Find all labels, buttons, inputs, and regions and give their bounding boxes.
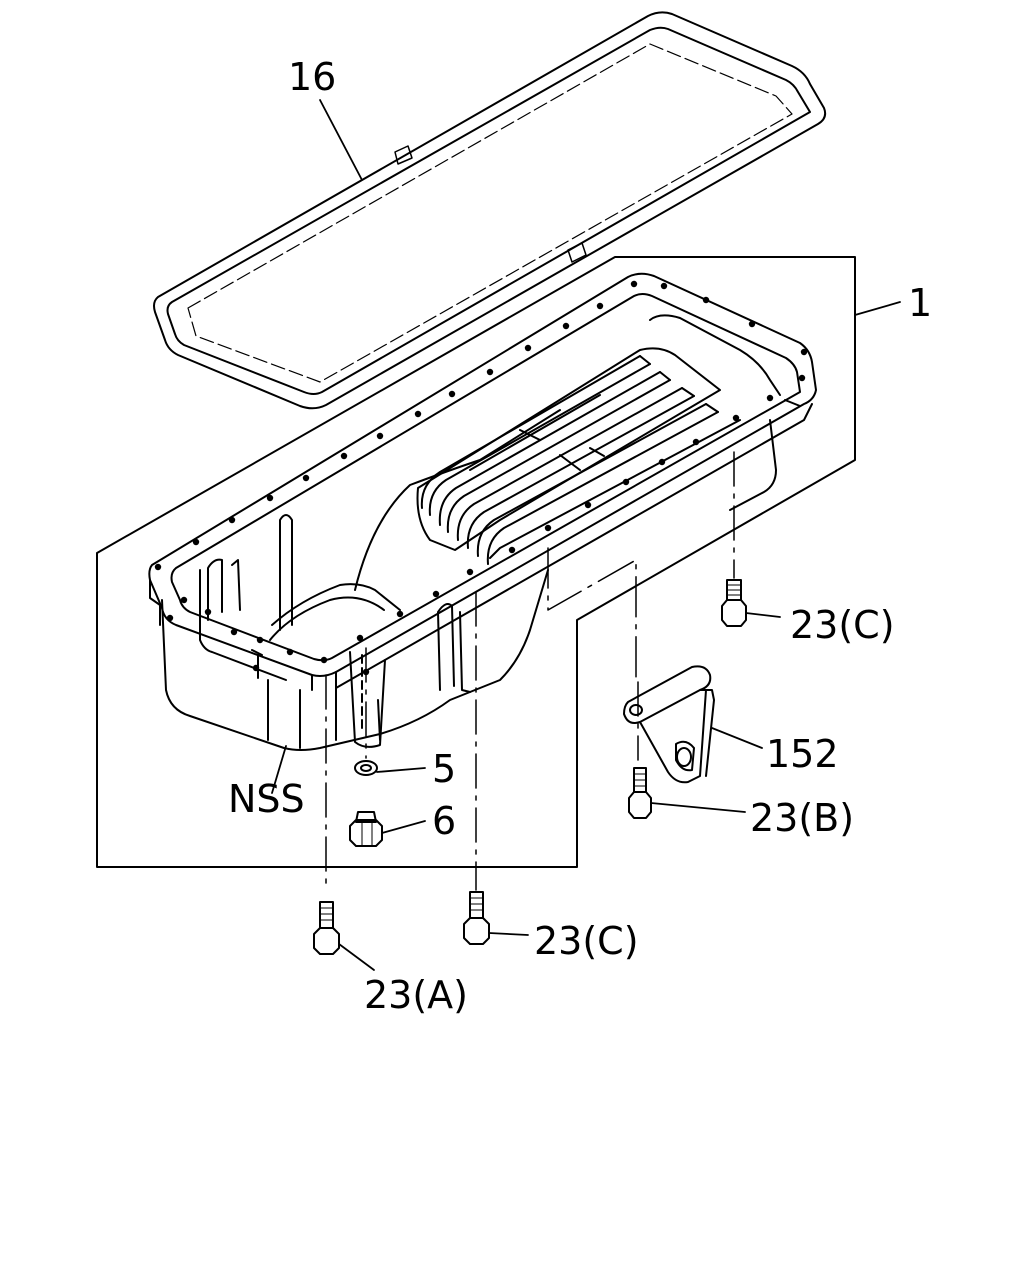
callout-1: 1	[908, 281, 932, 325]
callout-152: 152	[766, 732, 839, 776]
callout-23c-bottom: 23(C)	[534, 919, 639, 963]
oil-pan	[148, 272, 817, 751]
callout-23a: 23(A)	[364, 973, 468, 1017]
oil-pan-gasket	[153, 11, 827, 410]
callout-16: 16	[288, 55, 336, 99]
bolt-23c-right	[721, 579, 747, 627]
bolt-23a	[313, 901, 340, 955]
drain-washer-5	[354, 760, 378, 776]
oil-pan-callout-box	[96, 256, 856, 868]
callout-23c-right: 23(C)	[790, 603, 895, 647]
leader-lines	[271, 99, 901, 971]
callout-nss: NSS	[228, 777, 305, 821]
callout-5: 5	[432, 747, 456, 791]
callout-23b: 23(B)	[750, 796, 854, 840]
assembly-centerlines	[325, 451, 735, 891]
bracket-152	[623, 665, 715, 784]
bolt-23b	[628, 767, 652, 819]
callout-6: 6	[432, 799, 456, 843]
bolt-23c-bottom	[463, 891, 490, 945]
drain-plug-6	[349, 811, 383, 847]
